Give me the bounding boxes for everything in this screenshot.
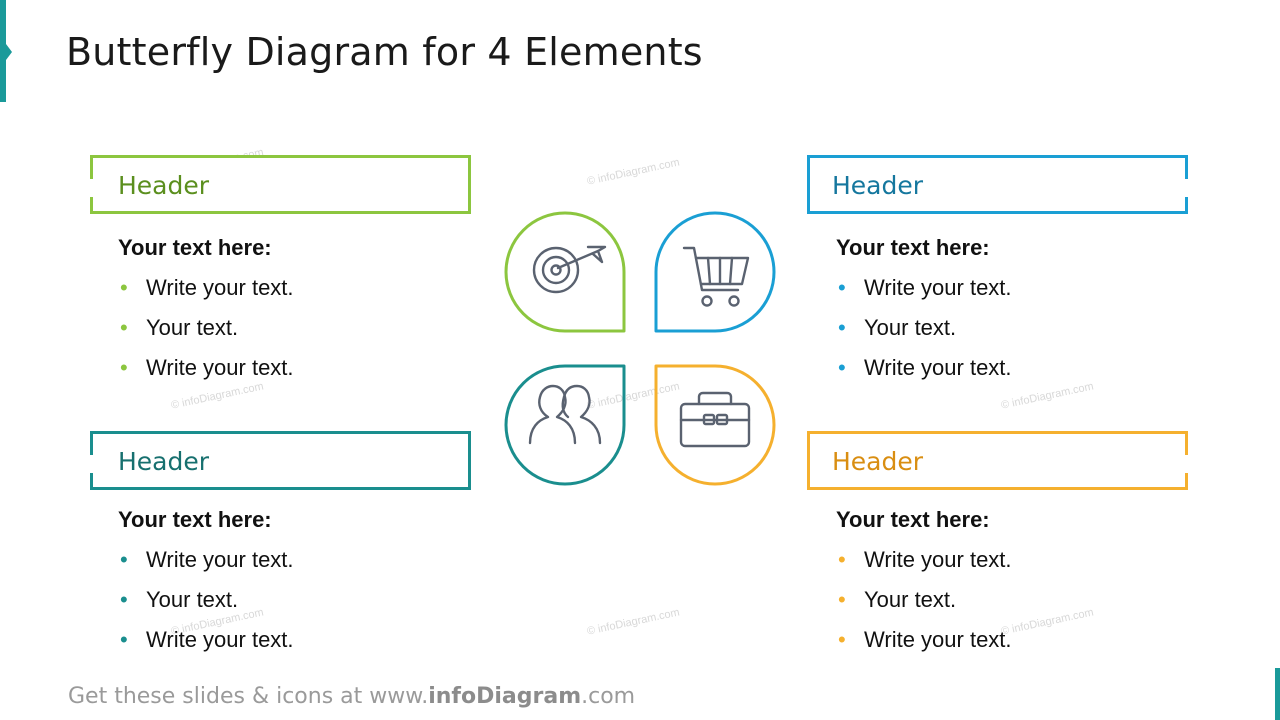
header-box-top-right: Header [807,155,1188,214]
list-item: •Write your text. [838,627,1012,652]
text-block-bottom-left: Your text here: •Write your text. •Your … [118,507,498,667]
bullet-dot: • [838,547,846,572]
list-item: •Your text. [838,587,957,612]
butterfly-diagram [504,211,776,486]
list-item: •Your text. [120,315,239,340]
petal-bottom-left [504,364,626,486]
header-box-bottom-right: Header [807,431,1188,490]
header-box-top-left: Header [90,155,471,214]
bullet-dot: • [120,587,128,612]
watermark: © infoDiagram.com [586,606,681,638]
header-top-right: Header [832,171,924,200]
bullet-dot: • [120,627,128,652]
accent-bar-left [0,0,6,102]
list-item: •Write your text. [838,275,1012,300]
shopping-cart-icon [682,246,750,307]
text-block-top-right: Your text here: •Write your text. •Your … [836,235,1216,395]
header-box-bottom-left: Header [90,431,471,490]
list-item: •Write your text. [838,547,1012,572]
petal-top-right [654,211,776,333]
footer-brand: infoDiagram [428,684,582,709]
header-bottom-left: Header [118,447,210,476]
lead-bottom-left: Your text here: [118,507,272,532]
header-bottom-right: Header [832,447,924,476]
bullet-dot: • [838,355,846,380]
list-item: •Your text. [120,587,239,612]
list-item: •Write your text. [838,355,1012,380]
list-item: •Write your text. [120,355,294,380]
footer-credit: Get these slides & icons at www.infoDiag… [68,684,636,709]
text-block-bottom-right: Your text here: •Write your text. •Your … [836,507,1216,667]
bullet-dot: • [838,627,846,652]
list-item: •Write your text. [120,547,294,572]
list-item: •Write your text. [120,627,294,652]
people-icon [528,384,602,445]
petal-top-left [504,211,626,333]
bullet-dot: • [120,275,128,300]
petal-bottom-right [654,364,776,486]
list-item: •Your text. [838,315,957,340]
bullet-dot: • [838,275,846,300]
lead-top-right: Your text here: [836,235,990,260]
header-top-left: Header [118,171,210,200]
bullet-dot: • [120,547,128,572]
target-icon [532,245,607,294]
lead-top-left: Your text here: [118,235,272,260]
bullet-dot: • [120,315,128,340]
lead-bottom-right: Your text here: [836,507,990,532]
watermark: © infoDiagram.com [586,156,681,188]
bullet-dot: • [120,355,128,380]
bullet-dot: • [838,315,846,340]
bullet-dot: • [838,587,846,612]
slide-title: Butterfly Diagram for 4 Elements [66,30,703,74]
accent-notch [6,44,12,60]
text-block-top-left: Your text here: •Write your text. •Your … [118,235,498,395]
list-item: •Write your text. [120,275,294,300]
toolbox-icon [679,391,751,448]
accent-bar-right [1275,668,1280,720]
